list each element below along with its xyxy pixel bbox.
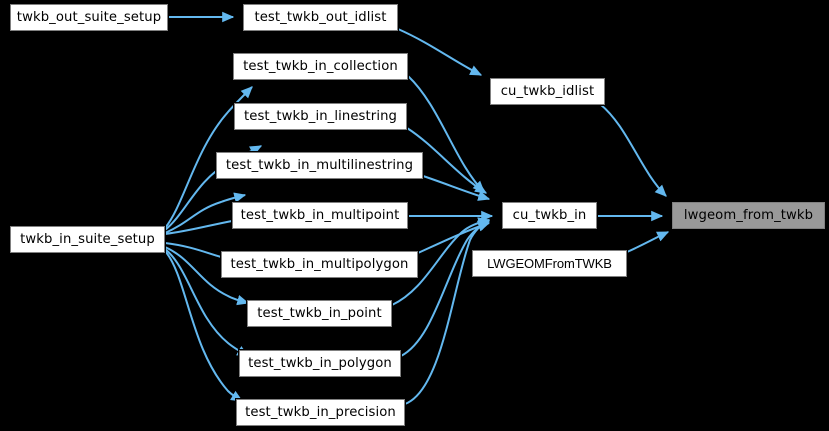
node-label-cu_twkb_idlist: cu_twkb_idlist xyxy=(500,83,595,99)
call-edge-test_twkb_in_multilinestring-to-cu_twkb_in xyxy=(422,175,491,201)
node-test_twkb_in_multipoint[interactable]: test_twkb_in_multipoint xyxy=(231,201,409,230)
call-edge-twkb_in_suite_setup-to-test_twkb_in_point xyxy=(164,246,250,306)
node-label-test_twkb_in_linestring: test_twkb_in_linestring xyxy=(243,108,398,124)
call-edge-test_twkb_out_idlist-to-cu_twkb_idlist xyxy=(397,28,483,76)
call-edge-test_twkb_in_precision-to-cu_twkb_in xyxy=(404,219,491,405)
call-edge-test_twkb_in_linestring-to-cu_twkb_in xyxy=(406,127,488,194)
call-edge-twkb_in_suite_setup-to-test_twkb_in_precision xyxy=(164,250,244,402)
node-test_twkb_in_multipolygon[interactable]: test_twkb_in_multipolygon xyxy=(220,250,419,279)
node-label-test_twkb_in_point: test_twkb_in_point xyxy=(257,305,382,321)
node-cu_twkb_idlist[interactable]: cu_twkb_idlist xyxy=(489,77,606,106)
node-lwgeom_from_twkb[interactable]: lwgeom_from_twkb xyxy=(671,201,826,230)
node-label-cu_twkb_in: cu_twkb_in xyxy=(512,207,587,223)
node-twkb_in_suite_setup[interactable]: twkb_in_suite_setup xyxy=(9,225,166,254)
node-twkb_out_suite_setup[interactable]: twkb_out_suite_setup xyxy=(9,3,169,32)
node-label-test_twkb_in_multilinestring: test_twkb_in_multilinestring xyxy=(225,157,414,173)
node-label-twkb_in_suite_setup: twkb_in_suite_setup xyxy=(20,231,155,247)
node-test_twkb_in_point[interactable]: test_twkb_in_point xyxy=(246,299,393,328)
node-test_twkb_out_idlist[interactable]: test_twkb_out_idlist xyxy=(242,3,399,32)
call-edge-twkb_in_suite_setup-to-test_twkb_in_collection xyxy=(164,86,253,229)
node-test_twkb_in_polygon[interactable]: test_twkb_in_polygon xyxy=(238,349,402,378)
node-test_twkb_in_collection[interactable]: test_twkb_in_collection xyxy=(232,52,409,81)
node-label-LWGEOMFromTWKB: LWGEOMFromTWKB xyxy=(487,256,612,271)
node-test_twkb_in_multilinestring[interactable]: test_twkb_in_multilinestring xyxy=(215,151,424,180)
node-label-test_twkb_in_precision: test_twkb_in_precision xyxy=(245,404,396,420)
node-label-test_twkb_out_idlist: test_twkb_out_idlist xyxy=(254,9,387,25)
node-label-test_twkb_in_multipoint: test_twkb_in_multipoint xyxy=(240,207,400,223)
node-test_twkb_in_linestring[interactable]: test_twkb_in_linestring xyxy=(233,102,408,131)
node-label-test_twkb_in_collection: test_twkb_in_collection xyxy=(243,58,398,74)
node-test_twkb_in_precision[interactable]: test_twkb_in_precision xyxy=(235,398,406,427)
node-label-test_twkb_in_multipolygon: test_twkb_in_multipolygon xyxy=(230,256,409,272)
call-edge-twkb_in_suite_setup-to-test_twkb_in_multilinestring xyxy=(164,192,247,234)
node-label-lwgeom_from_twkb: lwgeom_from_twkb xyxy=(683,207,814,223)
node-label-twkb_out_suite_setup: twkb_out_suite_setup xyxy=(16,9,162,25)
call-edge-LWGEOMFromTWKB-to-lwgeom_from_twkb xyxy=(626,231,670,253)
node-LWGEOMFromTWKB[interactable]: LWGEOMFromTWKB xyxy=(471,249,628,278)
call-edge-test_twkb_in_collection-to-cu_twkb_in xyxy=(407,75,485,193)
node-cu_twkb_in[interactable]: cu_twkb_in xyxy=(501,201,598,230)
node-label-test_twkb_in_polygon: test_twkb_in_polygon xyxy=(248,355,392,371)
call-edge-cu_twkb_idlist-to-lwgeom_from_twkb xyxy=(599,103,667,197)
